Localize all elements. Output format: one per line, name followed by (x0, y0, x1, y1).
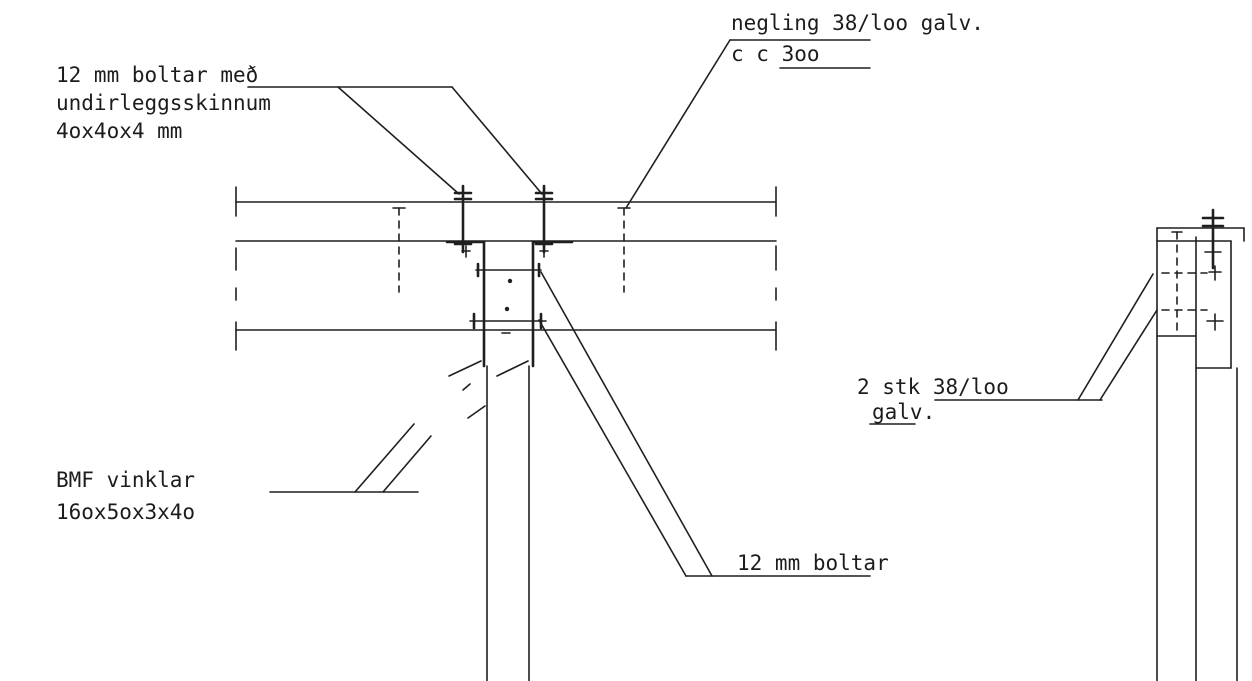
beam-assembly-front-view (235, 186, 777, 351)
label-washer-size: 4ox4ox4 mm (56, 119, 182, 143)
annotations: negling 38/loo galv. c c 3oo 12 mm bolta… (56, 11, 1009, 575)
label-negling: negling 38/loo galv. (731, 11, 984, 35)
label-galv: galv. (872, 400, 935, 424)
label-two-pieces: 2 stk 38/loo (857, 375, 1009, 399)
label-angle-size: 16ox5ox3x4o (56, 500, 195, 524)
side-view-detail (1156, 208, 1245, 681)
label-angles: BMF vinklar (56, 468, 195, 492)
label-washers: undirleggsskinnum (56, 91, 271, 115)
label-bolts-bottom: 12 mm boltar (737, 551, 889, 575)
label-negling-spacing: c c 3oo (731, 42, 820, 66)
column-under-beam (445, 240, 574, 681)
top-bolts (453, 184, 554, 254)
nail-lines-left-detail (392, 207, 631, 293)
leader-lines (247, 39, 1158, 577)
label-bolts-top: 12 mm boltar með (56, 63, 258, 87)
